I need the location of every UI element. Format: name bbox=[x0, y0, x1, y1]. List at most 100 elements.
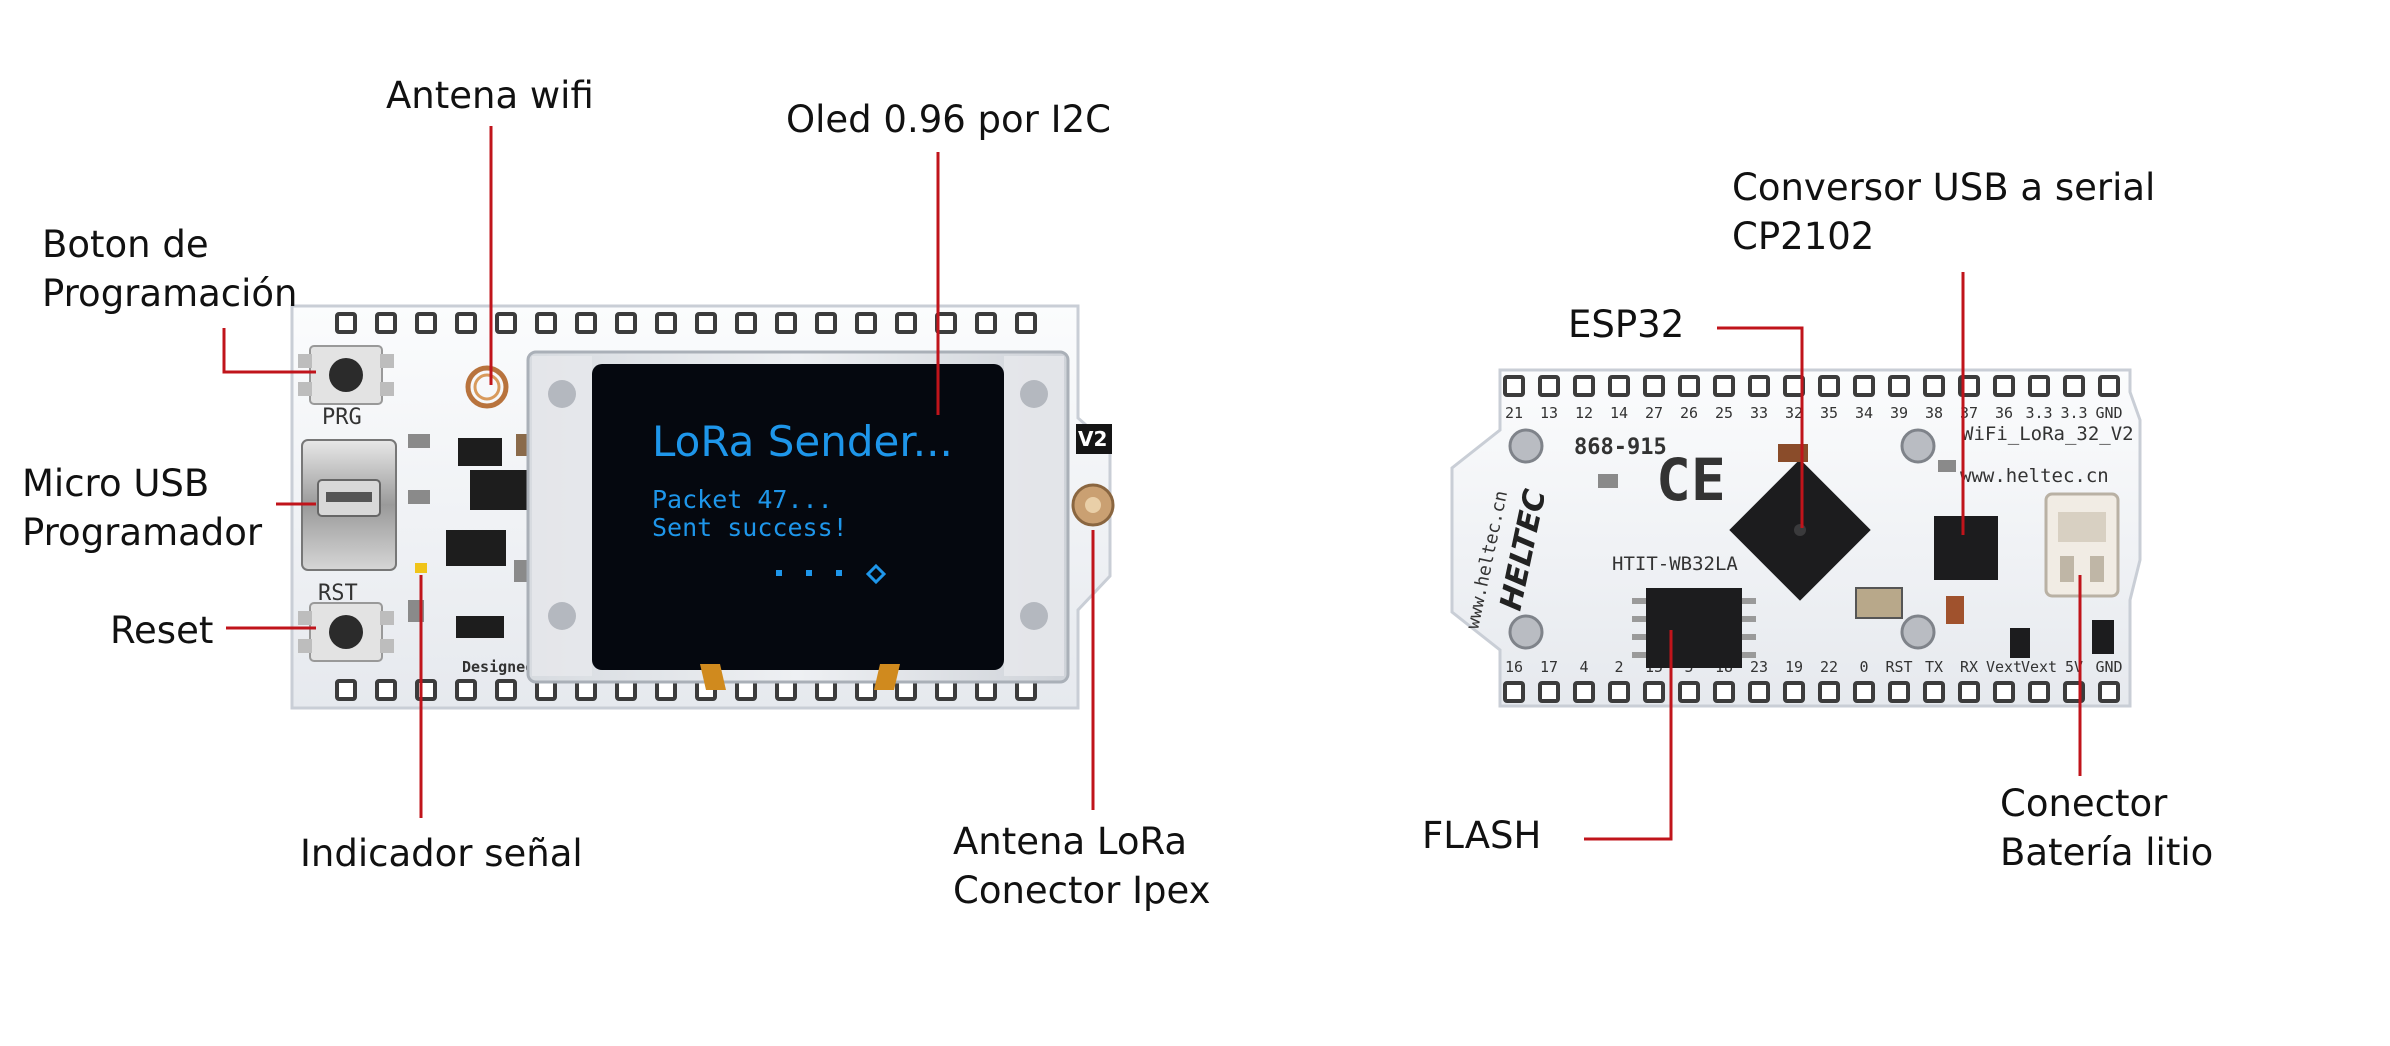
label-bateria-line-2: Batería litio bbox=[2000, 831, 2214, 874]
header-pad bbox=[1608, 681, 1630, 703]
pin-label: 19 bbox=[1785, 658, 1803, 676]
back-bottom-header bbox=[1503, 681, 2120, 703]
front-board: PRG RST bbox=[290, 304, 1115, 710]
header-pad bbox=[1503, 375, 1525, 397]
label-boton-programacion: Boton de Programación bbox=[42, 220, 298, 318]
pin-label: TX bbox=[1925, 658, 1943, 676]
header-pad bbox=[1993, 375, 2015, 397]
label-oled: Oled 0.96 por I2C bbox=[786, 98, 1111, 141]
pin-label: 39 bbox=[1890, 404, 1908, 422]
header-pad bbox=[1678, 681, 1700, 703]
back-bottom-pin-labels: 161742155182319220RSTTXRXVextVext5VGND bbox=[1505, 658, 2123, 676]
pin-label: 21 bbox=[1505, 404, 1523, 422]
header-pad bbox=[1713, 681, 1735, 703]
mounting-holes bbox=[1508, 428, 1936, 650]
ipex-connector: V2 bbox=[1071, 424, 1115, 527]
pin-label: Vext bbox=[1986, 658, 2022, 676]
header-pad bbox=[1923, 375, 1945, 397]
pin-label: 13 bbox=[1540, 404, 1558, 422]
v2-silk: V2 bbox=[1078, 427, 1107, 451]
label-conversor-line-2: CP2102 bbox=[1732, 215, 1875, 258]
pin-label: 0 bbox=[1859, 658, 1868, 676]
pin-label: 36 bbox=[1995, 404, 2013, 422]
pin-label: 2 bbox=[1614, 658, 1623, 676]
ce-mark: CE bbox=[1656, 446, 1726, 514]
header-pad bbox=[1818, 681, 1840, 703]
header-pad bbox=[1503, 681, 1525, 703]
oled-dots bbox=[776, 563, 887, 585]
header-pad bbox=[975, 312, 997, 334]
header-pad bbox=[975, 679, 997, 701]
oled-line-1: Packet 47... bbox=[652, 485, 833, 514]
micro-usb-connector bbox=[301, 439, 397, 571]
freq-silk: 868-915 bbox=[1574, 435, 1667, 460]
label-reset: Reset bbox=[110, 609, 214, 652]
header-pad bbox=[535, 679, 557, 701]
module-silk: HTIT-WB32LA bbox=[1612, 553, 1738, 575]
header-pad bbox=[1573, 375, 1595, 397]
leader-lines bbox=[222, 126, 2082, 841]
header-pad bbox=[1853, 375, 1875, 397]
header-pad bbox=[615, 679, 637, 701]
header-pad bbox=[615, 312, 637, 334]
pin-label: 26 bbox=[1680, 404, 1698, 422]
label-flash: FLASH bbox=[1422, 814, 1542, 857]
header-pad bbox=[895, 679, 917, 701]
pin-label: 22 bbox=[1820, 658, 1838, 676]
pin-label: GND bbox=[2095, 658, 2122, 676]
pin-label: 35 bbox=[1820, 404, 1838, 422]
model-silk: WiFi_LoRa_32_V2 bbox=[1962, 423, 2134, 445]
wifi-antenna-coil bbox=[465, 365, 509, 409]
header-pad bbox=[2098, 681, 2120, 703]
label-boton-line-1: Boton de bbox=[42, 223, 209, 266]
header-pad bbox=[375, 312, 397, 334]
header-pad bbox=[935, 679, 957, 701]
header-pad bbox=[1015, 679, 1037, 701]
prg-silk: PRG bbox=[322, 405, 362, 430]
label-antena-lora-line-1: Antena LoRa bbox=[953, 820, 1188, 863]
header-pad bbox=[1573, 681, 1595, 703]
header-pad bbox=[2028, 681, 2050, 703]
pin-label: 4 bbox=[1579, 658, 1588, 676]
prg-button bbox=[298, 345, 394, 405]
pin-label: 3.3 bbox=[2060, 404, 2087, 422]
header-pad bbox=[1818, 375, 1840, 397]
pin-label: 3.3 bbox=[2025, 404, 2052, 422]
label-antena-lora-line-2: Conector Ipex bbox=[953, 869, 1211, 912]
pin-label: 14 bbox=[1610, 404, 1628, 422]
header-pad bbox=[855, 312, 877, 334]
header-pad bbox=[815, 312, 837, 334]
header-pad bbox=[575, 312, 597, 334]
header-pad bbox=[2098, 375, 2120, 397]
oled-title: LoRa Sender... bbox=[652, 417, 953, 466]
back-smd-parts bbox=[1598, 444, 2114, 658]
label-conversor: Conversor USB a serial CP2102 bbox=[1732, 163, 2155, 261]
header-pad bbox=[1643, 375, 1665, 397]
header-pad bbox=[2063, 375, 2085, 397]
header-pad bbox=[1783, 681, 1805, 703]
oled-line-2: Sent success! bbox=[652, 513, 848, 542]
pin-label: 16 bbox=[1505, 658, 1523, 676]
label-esp32: ESP32 bbox=[1568, 303, 1685, 346]
leader-boton-programacion bbox=[222, 328, 316, 374]
header-pad bbox=[1993, 681, 2015, 703]
label-antena-lora: Antena LoRa Conector Ipex bbox=[953, 817, 1211, 915]
flash-chip bbox=[1632, 588, 1756, 668]
pin-label: GND bbox=[2095, 404, 2122, 422]
header-pad bbox=[655, 312, 677, 334]
oled-screen bbox=[592, 364, 1004, 670]
rst-silk: RST bbox=[318, 581, 358, 606]
header-pad bbox=[1713, 375, 1735, 397]
header-pad bbox=[335, 679, 357, 701]
header-pad bbox=[855, 679, 877, 701]
header-pad bbox=[695, 312, 717, 334]
header-pad bbox=[1748, 375, 1770, 397]
pin-label: RST bbox=[1885, 658, 1912, 676]
header-pad bbox=[895, 312, 917, 334]
header-pad bbox=[775, 312, 797, 334]
label-bateria-line-1: Conector bbox=[2000, 782, 2168, 825]
header-pad bbox=[535, 312, 557, 334]
pin-label: 17 bbox=[1540, 658, 1558, 676]
